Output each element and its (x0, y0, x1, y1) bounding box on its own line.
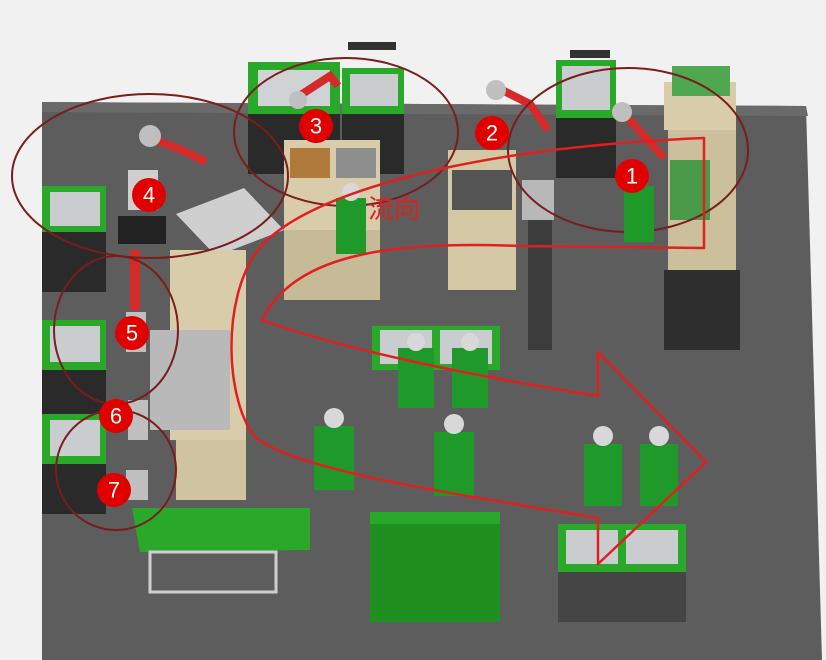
flow-arrow (230, 136, 708, 566)
station-marker-7: 7 (97, 473, 131, 507)
fixture-station-5 (42, 320, 106, 414)
tray-rack-right (664, 66, 740, 350)
robot-arm-3 (289, 70, 342, 109)
station-number-7: 7 (108, 478, 120, 503)
green-crate (370, 512, 500, 622)
fixture-station-4 (42, 186, 106, 292)
station-number-4: 4 (143, 183, 155, 208)
output-fixture (558, 524, 686, 622)
workbench-left (118, 188, 284, 500)
flow-direction-label: 流向 (368, 195, 420, 225)
conveyor (132, 508, 310, 594)
station-marker-6: 6 (99, 399, 133, 433)
station-number-1: 1 (626, 164, 638, 189)
station-marker-2: 2 (475, 116, 509, 150)
station-marker-4: 4 (132, 178, 166, 212)
station-number-2: 2 (486, 121, 498, 146)
station-marker-1: 1 (615, 159, 649, 193)
station-marker-3: 3 (299, 109, 333, 143)
fixture-station-6 (42, 414, 106, 514)
station-number-3: 3 (310, 114, 322, 139)
station-marker-5: 5 (115, 316, 149, 350)
workbench-2 (448, 150, 554, 350)
station-number-5: 5 (126, 321, 138, 346)
station-number-6: 6 (110, 404, 122, 429)
worker-heads (324, 171, 669, 446)
